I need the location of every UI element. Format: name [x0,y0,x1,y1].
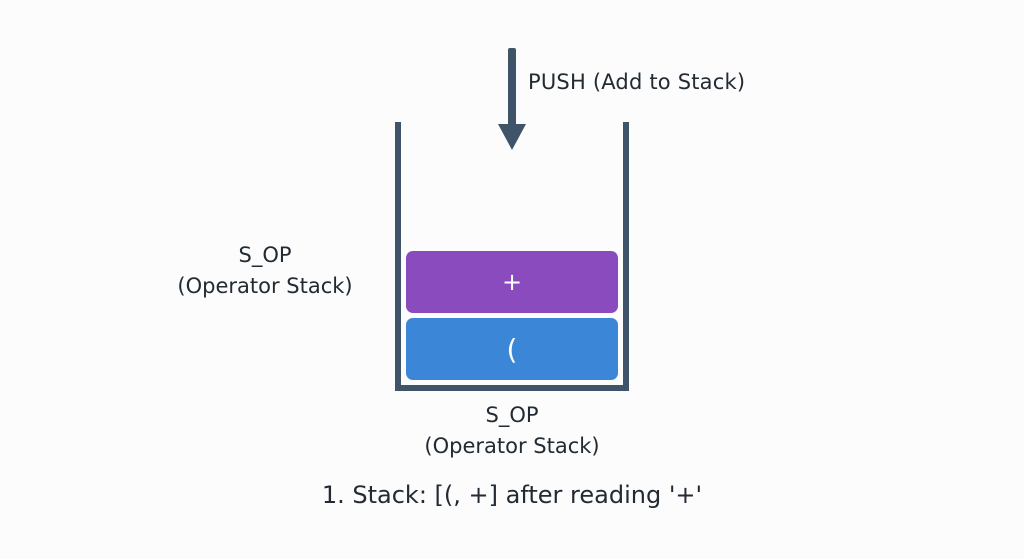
side-stack-label: S_OP (Operator Stack) [140,240,390,302]
stack-item-plus: + [406,251,618,313]
stack-item-open-paren: ( [406,318,618,380]
push-arrow-shaft [508,48,516,128]
stack-wall-bottom [395,385,629,391]
push-label: PUSH (Add to Stack) [528,70,746,94]
side-stack-name: S_OP [238,243,292,267]
stack-item-symbol: + [501,268,523,296]
step-caption: 1. Stack: [(, +] after reading '+' [321,481,703,509]
bottom-stack-name: S_OP [485,403,539,427]
stack-wall-left [395,122,401,391]
bottom-stack-label: S_OP (Operator Stack) [362,400,662,462]
bottom-stack-description: (Operator Stack) [424,434,600,458]
stack-wall-right [623,122,629,391]
down-arrow-icon [498,124,526,150]
side-stack-description: (Operator Stack) [177,274,353,298]
stack-item-symbol: ( [506,332,518,366]
